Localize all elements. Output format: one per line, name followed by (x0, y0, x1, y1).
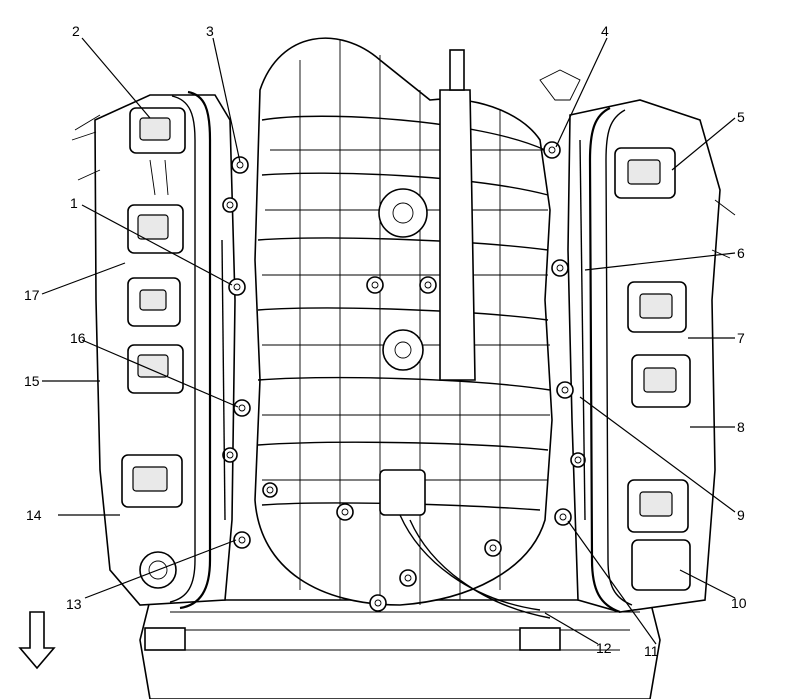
callout-7: 7 (737, 330, 745, 346)
callout-17: 17 (24, 287, 40, 303)
right-coil-4 (627, 479, 689, 533)
callout-8: 8 (737, 419, 745, 435)
left-coil-3 (127, 277, 181, 327)
callout-13: 13 (66, 596, 82, 612)
engine-illustration (71, 37, 736, 699)
callout-11: 11 (644, 643, 659, 659)
callout-2: 2 (72, 23, 80, 39)
callout-15: 15 (24, 373, 40, 389)
callout-5: 5 (737, 109, 745, 125)
callout-3: 3 (206, 23, 214, 39)
right-coil-2 (627, 281, 687, 333)
down-arrow-icon (18, 611, 56, 670)
left-coil-4 (127, 344, 184, 394)
right-fuel-rail (579, 139, 586, 521)
intake-manifold (254, 37, 553, 619)
left-coil-2 (127, 204, 184, 254)
manifold-bolts (222, 141, 586, 612)
callout-16: 16 (70, 330, 86, 346)
left-fuel-rail (221, 239, 226, 521)
callout-6: 6 (737, 245, 745, 261)
leader-lines (41, 37, 736, 645)
right-coil-3 (631, 354, 691, 408)
right-coil-1 (614, 147, 676, 199)
callout-1: 1 (70, 195, 78, 211)
callout-10: 10 (731, 595, 747, 611)
callout-4: 4 (601, 23, 609, 39)
callout-labels: 1 2 3 4 5 6 7 8 9 10 11 12 13 14 15 16 1… (24, 23, 747, 659)
callout-9: 9 (737, 507, 745, 523)
callout-12: 12 (596, 640, 612, 656)
left-coil-1 (129, 107, 186, 196)
callout-14: 14 (26, 507, 42, 523)
right-coil-5 (631, 539, 691, 591)
left-coil-5 (121, 454, 183, 508)
